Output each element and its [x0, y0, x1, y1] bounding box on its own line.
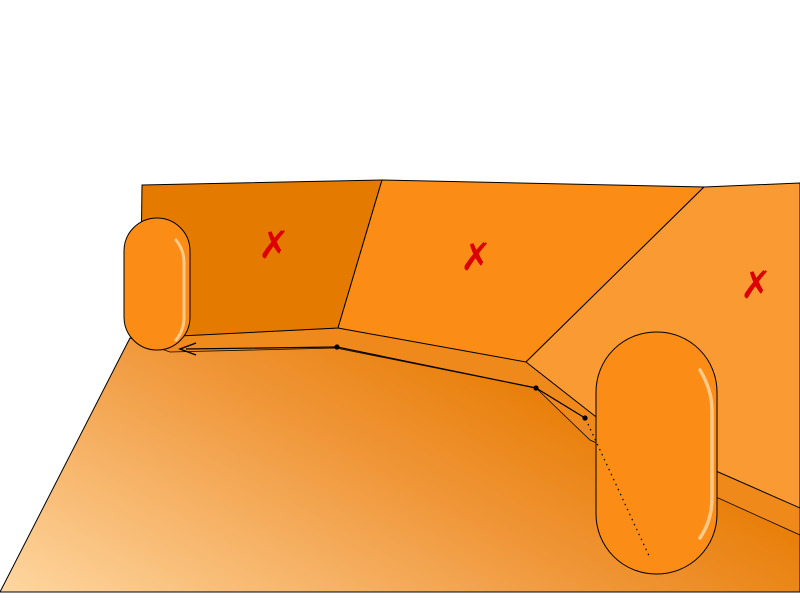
- path-node: [334, 344, 340, 350]
- x-mark-left: ✗: [258, 223, 290, 267]
- arrowhead-icon: [178, 342, 197, 356]
- capsule-right: [595, 331, 718, 575]
- capsule-left: [123, 217, 191, 351]
- path-node: [582, 415, 588, 421]
- path-node: [533, 385, 539, 391]
- path-line: [185, 346, 586, 419]
- x-mark-right: ✗: [740, 263, 772, 307]
- x-mark-middle: ✗: [460, 235, 492, 279]
